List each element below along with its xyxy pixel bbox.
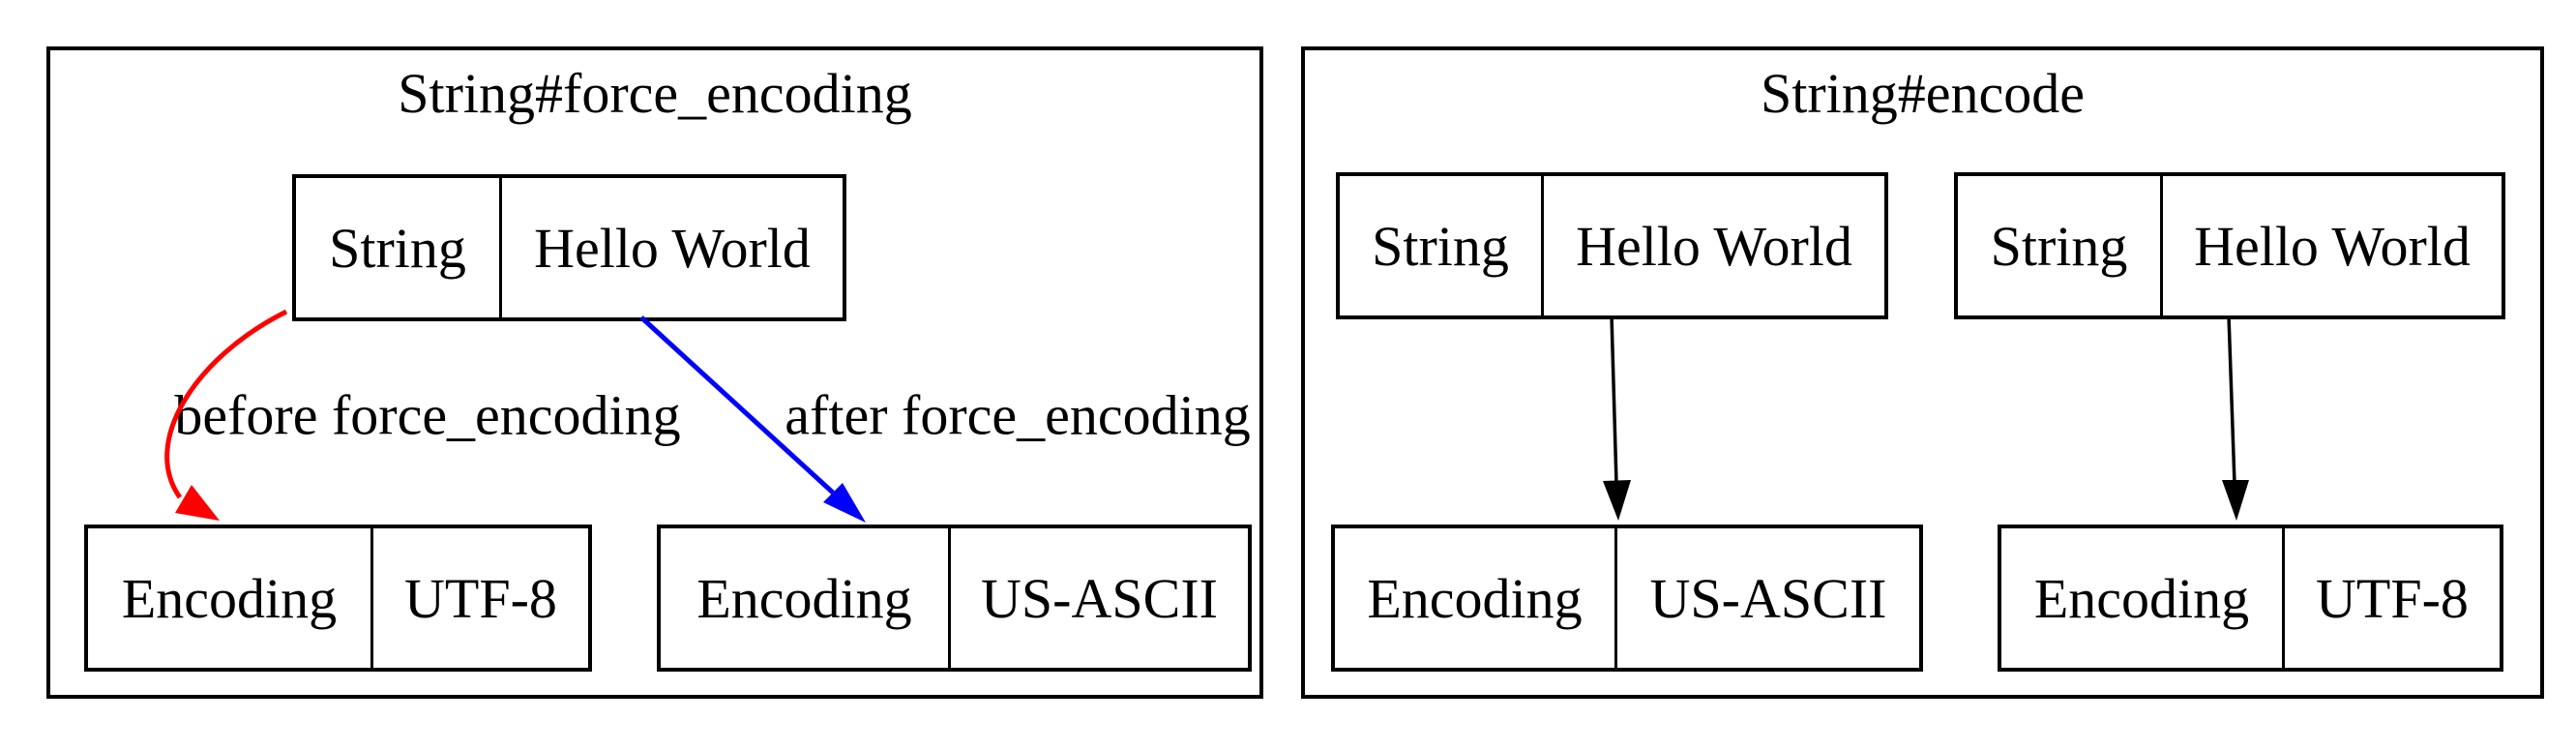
record-node-encoding-us-ascii: Encoding US-ASCII	[657, 525, 1252, 672]
cluster-force-encoding: String#force_encoding String Hello World…	[46, 46, 1263, 699]
record-node-encoding-us-ascii: Encoding US-ASCII	[1331, 525, 1923, 672]
edge-label-before-force-encoding: before force_encoding	[174, 383, 681, 447]
record-node-string-hello-world: String Hello World	[1954, 172, 2505, 319]
cluster-encode: String#encode String Hello World String …	[1301, 46, 2544, 699]
record-node-encoding-utf8: Encoding UTF-8	[84, 525, 592, 672]
record-node-encoding-utf8: Encoding UTF-8	[1998, 525, 2503, 672]
record-cell-value: US-ASCII	[981, 566, 1218, 630]
cluster-title-encode: String#encode	[1760, 62, 2086, 125]
record-cell-type: String	[1958, 176, 2163, 315]
edge-label-after-force-encoding: after force_encoding	[785, 383, 1251, 447]
record-cell-type: Encoding	[88, 528, 373, 668]
record-cell-value: Hello World	[1576, 214, 1852, 278]
record-cell-type: String	[1340, 176, 1544, 315]
record-cell-type: Encoding	[1335, 528, 1617, 668]
record-node-string-hello-world: String Hello World	[292, 174, 846, 321]
record-node-string-hello-world: String Hello World	[1336, 172, 1888, 319]
cluster-title-force-encoding: String#force_encoding	[398, 62, 912, 125]
record-cell-value: US-ASCII	[1649, 566, 1887, 630]
record-cell-type: Encoding	[2001, 528, 2285, 668]
record-cell-value: UTF-8	[404, 566, 557, 630]
record-cell-value: Hello World	[534, 216, 811, 280]
record-cell-type: Encoding	[661, 528, 951, 668]
record-cell-value: UTF-8	[2316, 566, 2469, 630]
record-cell-type: String	[296, 178, 502, 317]
record-cell-value: Hello World	[2194, 214, 2471, 278]
